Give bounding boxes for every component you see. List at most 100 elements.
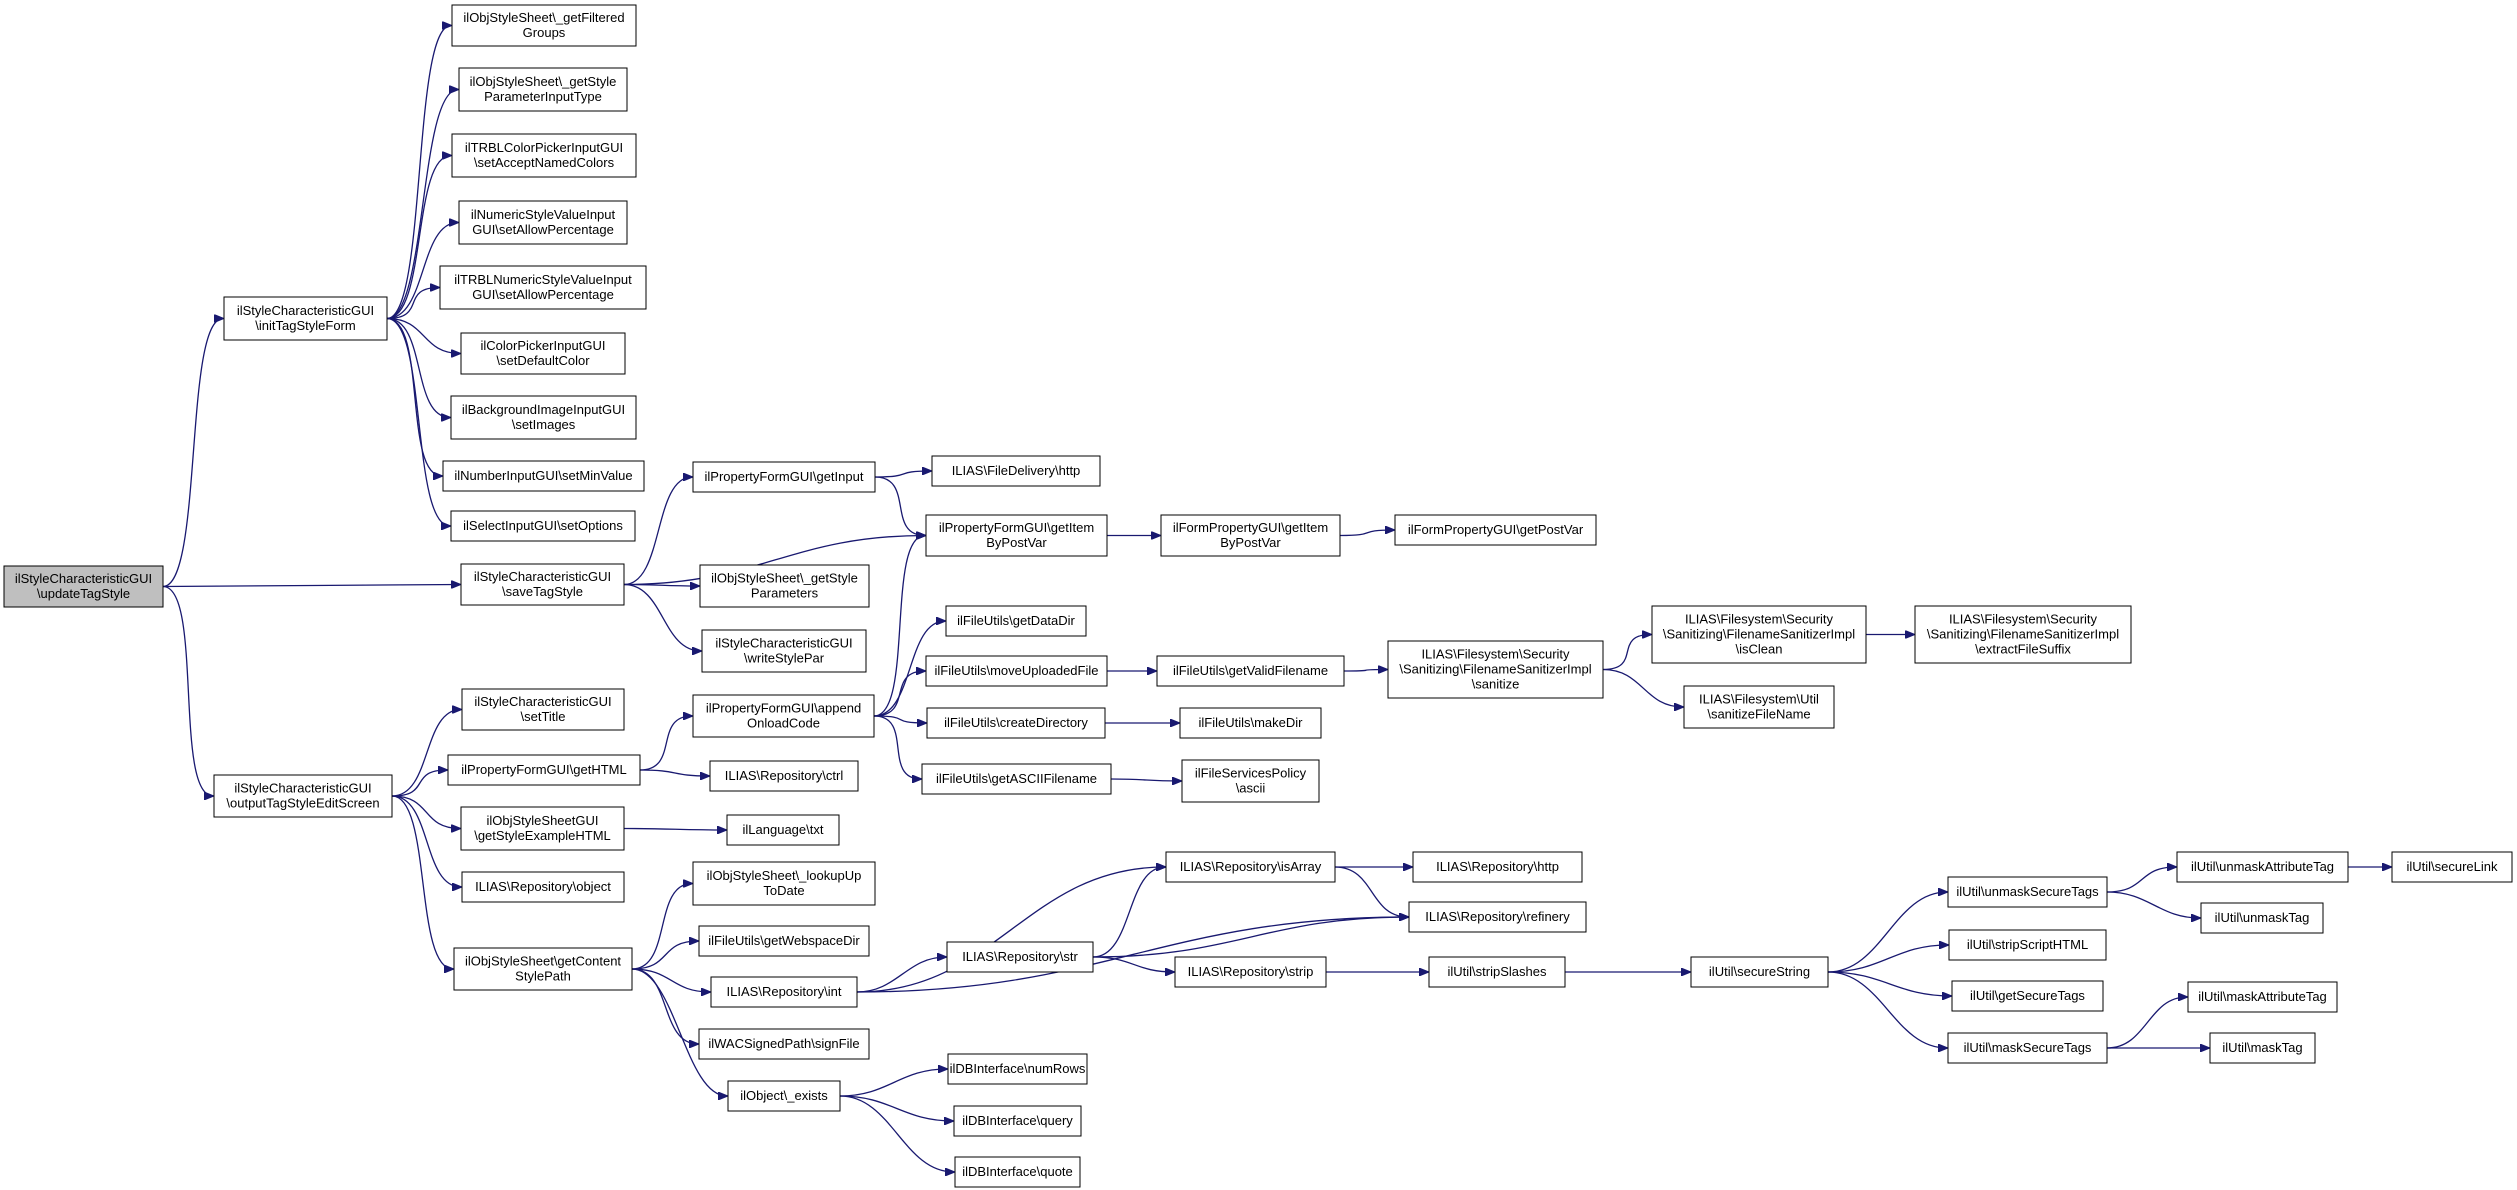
node-n27[interactable]: ilLanguage\txt bbox=[726, 814, 840, 846]
node-n16[interactable]: ilStyleCharacteristicGUI\writeStylePar bbox=[701, 629, 867, 673]
node-n2[interactable]: ilStyleCharacteristicGUI\saveTagStyle bbox=[460, 563, 625, 606]
node-n22[interactable]: ilObjStyleSheetGUI\getStyleExampleHTML bbox=[460, 806, 625, 851]
node-n40[interactable]: ilFileUtils\getWebspaceDir bbox=[698, 925, 870, 957]
node-box bbox=[1947, 1032, 2108, 1064]
node-box bbox=[954, 1156, 1081, 1188]
node-box bbox=[1387, 640, 1604, 699]
node-n28[interactable]: ilFileUtils\getDataDir bbox=[945, 605, 1087, 637]
node-n41[interactable]: ILIAS\Repository\int bbox=[710, 976, 858, 1008]
node-label: ilFileUtils\getWebspaceDir bbox=[708, 933, 860, 948]
node-n30[interactable]: ilFileUtils\createDirectory bbox=[926, 707, 1106, 739]
node-n34[interactable]: ilFileServicesPolicy\ascii bbox=[1181, 759, 1320, 803]
node-label: ilObjStyleSheet\getContent bbox=[465, 954, 621, 969]
edge-n3-n20 bbox=[391, 710, 461, 797]
node-label: ILIAS\Filesystem\Security bbox=[1949, 612, 2098, 627]
node-n13[interactable]: ilPropertyFormGUI\getInput bbox=[692, 461, 876, 493]
node-label: \getStyleExampleHTML bbox=[474, 828, 611, 843]
node-n26[interactable]: ILIAS\Repository\ctrl bbox=[709, 760, 859, 792]
node-n33[interactable]: ilFileUtils\makeDir bbox=[1179, 707, 1322, 739]
node-box bbox=[698, 925, 870, 957]
edge-n1-n9 bbox=[386, 317, 460, 354]
node-label: ilSelectInputGUI\setOptions bbox=[463, 518, 623, 533]
node-label: ilLanguage\txt bbox=[743, 822, 824, 837]
node-n35[interactable]: ILIAS\Filesystem\Security\Sanitizing\Fil… bbox=[1387, 640, 1604, 699]
edge-n31-n34 bbox=[1110, 779, 1181, 781]
edge-n25-n28 bbox=[873, 621, 945, 717]
node-n42[interactable]: ilWACSignedPath\signFile bbox=[698, 1028, 870, 1060]
node-n1[interactable]: ilStyleCharacteristicGUI\initTagStyleFor… bbox=[223, 296, 388, 341]
node-box bbox=[709, 760, 859, 792]
node-n51[interactable]: ilUtil\unmaskSecureTags bbox=[1947, 876, 2108, 908]
node-n52[interactable]: ilUtil\stripScriptHTML bbox=[1948, 929, 2107, 961]
node-label: GUI\setAllowPercentage bbox=[472, 222, 614, 237]
node-n21[interactable]: ilPropertyFormGUI\getHTML bbox=[447, 754, 641, 786]
node-label: \extractFileSuffix bbox=[1975, 642, 2071, 657]
node-n23[interactable]: ILIAS\Repository\object bbox=[461, 871, 625, 903]
edge-n24-n39 bbox=[631, 884, 692, 970]
node-n59[interactable]: ilUtil\maskTag bbox=[2209, 1032, 2316, 1064]
edge-n2-n13 bbox=[623, 477, 692, 586]
node-n10[interactable]: ilBackgroundImageInputGUI\setImages bbox=[450, 395, 637, 440]
node-label: ilUtil\stripScriptHTML bbox=[1967, 937, 2088, 952]
node-n53[interactable]: ilUtil\getSecureTags bbox=[1951, 980, 2104, 1012]
node-label: ILIAS\Filesystem\Security bbox=[1685, 612, 1834, 627]
node-label: ilFileUtils\moveUploadedFile bbox=[934, 663, 1098, 678]
node-label: ilUtil\getSecureTags bbox=[1970, 988, 2085, 1003]
node-n37[interactable]: ILIAS\Filesystem\Util\sanitizeFileName bbox=[1683, 685, 1835, 729]
node-n43[interactable]: ilObject\_exists bbox=[727, 1080, 841, 1112]
node-box bbox=[925, 514, 1108, 557]
node-n54[interactable]: ilUtil\maskSecureTags bbox=[1947, 1032, 2108, 1064]
node-n38[interactable]: ILIAS\Filesystem\Security\Sanitizing\Fil… bbox=[1914, 605, 2132, 664]
node-box bbox=[1947, 876, 2108, 908]
node-n32[interactable]: ilFileUtils\getValidFilename bbox=[1156, 655, 1345, 687]
edge-n1-n12 bbox=[386, 317, 450, 527]
node-n3[interactable]: ilStyleCharacteristicGUI\outputTagStyleE… bbox=[213, 774, 393, 818]
node-n12[interactable]: ilSelectInputGUI\setOptions bbox=[450, 510, 636, 542]
node-n47[interactable]: ILIAS\Repository\http bbox=[1412, 851, 1583, 883]
node-n55[interactable]: ilUtil\unmaskAttributeTag bbox=[2176, 851, 2349, 883]
node-n56[interactable]: ilUtil\unmaskTag bbox=[2200, 902, 2324, 934]
node-n46[interactable]: ILIAS\Repository\strip bbox=[1174, 956, 1327, 988]
edge-n24-n41 bbox=[631, 968, 710, 992]
node-n58[interactable]: ilUtil\maskAttributeTag bbox=[2187, 981, 2338, 1013]
node-box bbox=[1948, 929, 2107, 961]
node-n48[interactable]: ILIAS\Repository\refinery bbox=[1408, 901, 1587, 933]
node-n20[interactable]: ilStyleCharacteristicGUI\setTitle bbox=[461, 688, 625, 731]
node-n9[interactable]: ilColorPickerInputGUI\setDefaultColor bbox=[460, 332, 626, 375]
node-label: \updateTagStyle bbox=[37, 586, 130, 601]
node-n8[interactable]: ilTRBLNumericStyleValueInputGUI\setAllow… bbox=[439, 265, 647, 310]
node-n7[interactable]: ilNumericStyleValueInputGUI\setAllowPerc… bbox=[458, 200, 628, 245]
node-box bbox=[726, 814, 840, 846]
node-n44[interactable]: ILIAS\Repository\str bbox=[946, 941, 1094, 973]
node-n17[interactable]: ILIAS\FileDelivery\http bbox=[931, 455, 1101, 487]
node-n31[interactable]: ilFileUtils\getASCIIFilename bbox=[921, 763, 1112, 795]
node-n19[interactable]: ilFormPropertyGUI\getPostVar bbox=[1394, 514, 1597, 546]
node-n0[interactable]: ilStyleCharacteristicGUI\updateTagStyle bbox=[3, 565, 164, 608]
node-n36[interactable]: ILIAS\Filesystem\Security\Sanitizing\Fil… bbox=[1651, 605, 1867, 664]
node-n61[interactable]: ilDBInterface\query bbox=[953, 1105, 1082, 1137]
node-n6[interactable]: ilTRBLColorPickerInputGUI\setAcceptNamed… bbox=[451, 133, 637, 178]
node-n49[interactable]: ilUtil\stripSlashes bbox=[1428, 956, 1566, 988]
edge-n24-n43 bbox=[631, 968, 727, 1096]
node-n62[interactable]: ilDBInterface\quote bbox=[954, 1156, 1081, 1188]
node-box bbox=[2209, 1032, 2316, 1064]
node-label: ilUtil\secureString bbox=[1709, 964, 1810, 979]
node-n5[interactable]: ilObjStyleSheet\_getStyleParameterInputT… bbox=[458, 67, 628, 112]
node-n45[interactable]: ILIAS\Repository\isArray bbox=[1165, 851, 1336, 883]
node-box bbox=[439, 265, 647, 310]
node-box bbox=[946, 941, 1094, 973]
node-n29[interactable]: ilFileUtils\moveUploadedFile bbox=[925, 655, 1108, 687]
node-n50[interactable]: ilUtil\secureString bbox=[1690, 956, 1829, 988]
node-n11[interactable]: ilNumberInputGUI\setMinValue bbox=[442, 460, 645, 492]
node-n57[interactable]: ilUtil\secureLink bbox=[2391, 851, 2513, 883]
node-n60[interactable]: ilDBInterface\numRows bbox=[947, 1053, 1088, 1085]
node-box bbox=[931, 455, 1101, 487]
